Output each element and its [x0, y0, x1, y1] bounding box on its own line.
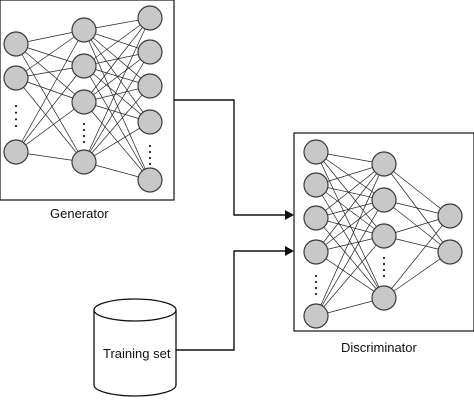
discriminator-node [303, 239, 329, 265]
generator-connection [15, 29, 85, 153]
training-set-to-discriminator-arrow [176, 246, 294, 351]
generator-connection [83, 17, 151, 103]
generator-connection [83, 51, 151, 163]
discriminator-connection [315, 199, 385, 253]
discriminator-connection [315, 151, 385, 201]
generator-connection [83, 65, 151, 181]
generator-connection [83, 17, 151, 67]
generator-label: Generator [50, 206, 109, 221]
discriminator-connection [315, 151, 385, 299]
discriminator-connection [315, 184, 385, 237]
generator-connection [15, 77, 85, 163]
discriminator-connection [315, 163, 385, 317]
discriminator-node [371, 187, 397, 213]
discriminator-connection [315, 199, 385, 317]
generator-connection [15, 43, 85, 163]
discriminator-node [303, 303, 329, 329]
generator-node [3, 31, 29, 57]
generator-connection [15, 65, 85, 153]
discriminator-connection [315, 163, 385, 219]
generator-connection [83, 29, 151, 181]
discriminator-connection [315, 151, 385, 237]
generator-node [137, 5, 163, 31]
generator-connection [83, 121, 151, 163]
generator-node [137, 39, 163, 65]
discriminator-connection [383, 163, 451, 217]
generator-connection [83, 29, 151, 87]
generator-node [71, 17, 97, 43]
discriminator-connection [315, 184, 385, 299]
discriminator-connection [383, 215, 451, 299]
discriminator-node [437, 203, 463, 229]
generator-node [3, 65, 29, 91]
discriminator-label: Discriminator [341, 340, 417, 355]
generator-connection [15, 101, 85, 153]
generator-connection [15, 43, 85, 103]
generator-node [3, 139, 29, 165]
discriminator-node [371, 151, 397, 177]
training-set-cylinder [93, 298, 177, 397]
generator-node [137, 73, 163, 99]
discriminator-box [293, 132, 474, 332]
generator-node [137, 109, 163, 135]
discriminator-node [303, 139, 329, 165]
discriminator-node [371, 223, 397, 249]
generator-ellipsis [148, 144, 152, 166]
generator-ellipsis [14, 104, 18, 128]
generator-ellipsis [82, 122, 86, 144]
discriminator-nodes [303, 139, 463, 329]
generator-node [71, 89, 97, 115]
discriminator-ellipsis [314, 274, 318, 296]
discriminator-node [303, 172, 329, 198]
generator-connection [83, 101, 151, 181]
discriminator-connection [315, 251, 385, 299]
generator-node [71, 53, 97, 79]
discriminator-node [303, 205, 329, 231]
discriminator-node [437, 239, 463, 265]
generator-node [137, 167, 163, 193]
generator-connection [83, 51, 151, 103]
generator-node [71, 149, 97, 175]
discriminator-node [371, 285, 397, 311]
generator-to-discriminator-arrow [174, 99, 294, 220]
discriminator-ellipsis [382, 256, 386, 278]
generator-nodes [3, 5, 163, 193]
generator-connection [15, 29, 85, 79]
training-set-label: Training set [103, 346, 171, 361]
generator-connection [83, 17, 151, 163]
discriminator-connection [315, 235, 385, 317]
generator-connection [83, 85, 151, 163]
discriminator-connection [383, 251, 451, 299]
discriminator-connection [315, 163, 385, 253]
